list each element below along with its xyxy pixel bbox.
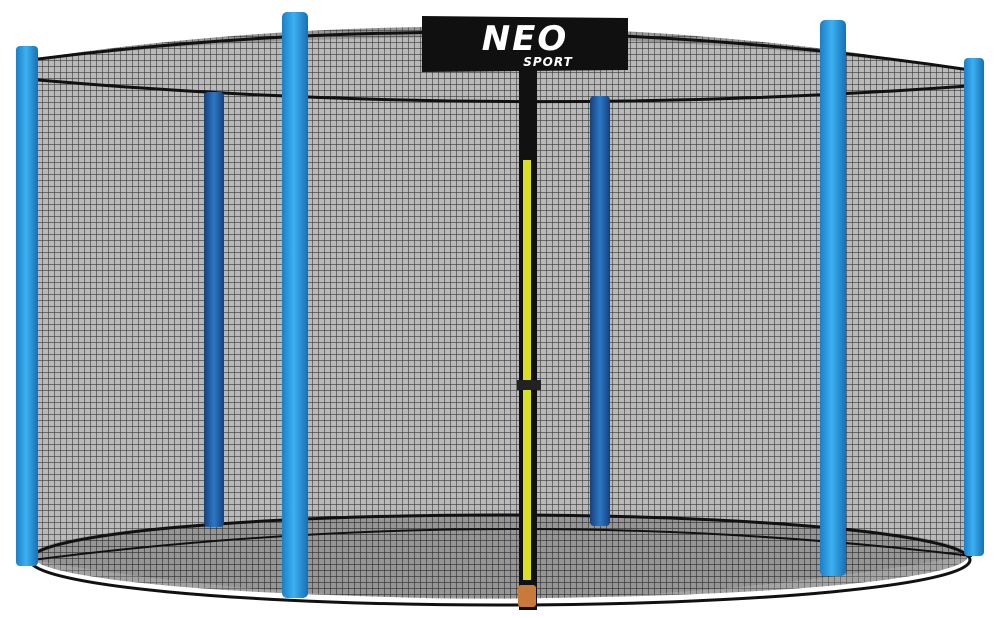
front-poles	[16, 12, 984, 598]
zipper-entrance	[517, 70, 541, 610]
back-poles	[204, 92, 610, 527]
front-pole-4	[964, 58, 984, 556]
brand-secondary-text: SPORT	[523, 55, 573, 69]
back-pole-left	[204, 92, 224, 527]
front-pole-3	[820, 20, 846, 576]
brand-primary-text: NEO	[482, 19, 569, 59]
front-pole-2	[282, 12, 308, 598]
back-pole-right	[590, 96, 610, 526]
front-pole-1	[16, 46, 38, 566]
brand-logo-banner: NEO SPORT	[422, 16, 628, 72]
